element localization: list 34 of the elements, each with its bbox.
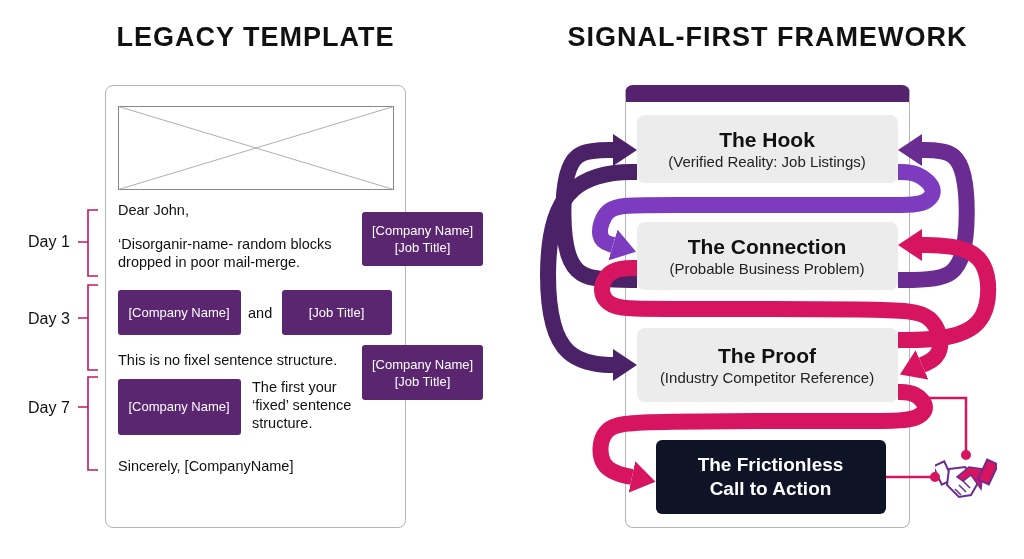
day-label: Day 3 [28,310,71,328]
placeholder-tag: [Company Name] [117,289,241,335]
step-subtitle: (Verified Reality: Job Listings) [667,152,867,171]
step-box [636,115,898,183]
connector-line [886,472,940,482]
day-label: Day 7 [28,399,71,417]
step-title: The Frictionless Call to Action [696,453,845,501]
step-box [636,328,898,402]
panel-heading: SIGNAL-FIRST FRAMEWORK [567,22,968,53]
step-title: The Proof [717,343,817,368]
curved-arrow [896,134,975,288]
placeholder-tag: [Company Name] [Job Title] [362,212,483,266]
day-label: Day 1 [28,233,71,251]
panel-heading: LEGACY TEMPLATE [115,22,396,53]
action-box [655,440,886,514]
letter-text: Sincerely, [CompanyName] [118,457,295,475]
curved-arrow [594,260,948,380]
step-title: The Hook [718,127,816,152]
curved-arrow [555,134,639,288]
placeholder-tag: [Job Title] [281,289,392,335]
letter-text: ‘Disorganir-name- random blocks dropped in poor mail-merge. [118,235,333,271]
step-subtitle: (Probable Business Problem) [668,259,866,278]
step-title: The Connection [686,234,848,259]
curved-arrow [592,384,933,493]
letter-text: The first your ‘fixed’ sentence structure. [252,378,353,432]
letter-text: and [248,304,274,322]
placeholder-tag: [Company Name] [117,378,241,435]
letter-text: This is no fixel sentence structure. [118,351,339,369]
placeholder-tag: [Company Name] [Job Title] [362,345,483,400]
step-subtitle: (Industry Competitor Reference) [658,368,876,387]
step-box [636,222,898,290]
curved-arrow [592,164,941,261]
curved-arrow [897,229,997,348]
letter-text: Dear John, [118,201,190,219]
